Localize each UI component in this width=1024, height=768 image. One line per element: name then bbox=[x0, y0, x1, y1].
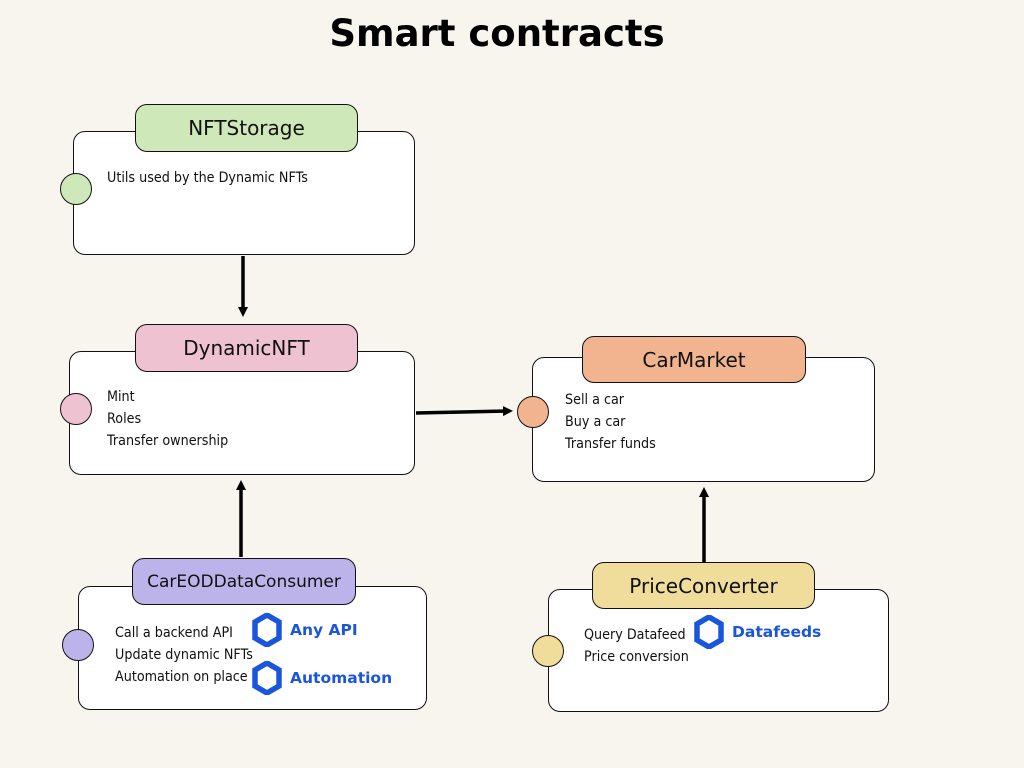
chainlink-hexagon-icon bbox=[252, 661, 282, 695]
careod-title: CarEODDataConsumer bbox=[132, 558, 356, 605]
dynamicnft-line-roles: Roles bbox=[107, 411, 142, 427]
priceconverter-node[interactable] bbox=[548, 589, 889, 712]
carmarket-description: Sell a car Buy a car Transfer funds bbox=[565, 389, 656, 455]
nftstorage-line: Utils used by the Dynamic NFTs bbox=[107, 170, 308, 186]
carmarket-port[interactable] bbox=[517, 396, 549, 428]
any-api-label: Any API bbox=[290, 621, 358, 639]
careod-description: Call a backend API Update dynamic NFTs A… bbox=[115, 622, 253, 688]
nftstorage-port[interactable] bbox=[60, 173, 92, 205]
automation-badge[interactable]: Automation bbox=[252, 661, 392, 695]
priceconverter-line-conversion: Price conversion bbox=[584, 649, 689, 665]
carmarket-title: CarMarket bbox=[582, 336, 806, 383]
chainlink-hexagon-icon bbox=[694, 615, 724, 649]
careod-line-update: Update dynamic NFTs bbox=[115, 647, 253, 663]
careod-line-call: Call a backend API bbox=[115, 625, 233, 641]
dynamicnft-line-transfer: Transfer ownership bbox=[107, 433, 229, 449]
dynamicnft-line-mint: Mint bbox=[107, 389, 135, 405]
priceconverter-port[interactable] bbox=[532, 635, 564, 667]
datafeeds-label: Datafeeds bbox=[732, 623, 822, 641]
chainlink-hexagon-icon bbox=[252, 613, 282, 647]
priceconverter-description: Query Datafeed Price conversion bbox=[584, 624, 689, 668]
dynamicnft-description: Mint Roles Transfer ownership bbox=[107, 386, 228, 452]
careod-line-automation: Automation on place bbox=[115, 669, 248, 685]
edge-dynamicnft-carmarket bbox=[415, 406, 513, 417]
any-api-badge[interactable]: Any API bbox=[252, 613, 358, 647]
dynamicnft-title: DynamicNFT bbox=[135, 324, 358, 372]
nftstorage-title: NFTStorage bbox=[135, 104, 358, 152]
carmarket-line-transfer: Transfer funds bbox=[565, 436, 656, 452]
diagram-title: Smart contracts bbox=[329, 12, 665, 55]
priceconverter-line-query: Query Datafeed bbox=[584, 627, 686, 643]
automation-label: Automation bbox=[290, 669, 393, 687]
careod-port[interactable] bbox=[62, 629, 94, 661]
nftstorage-description: Utils used by the Dynamic NFTs bbox=[107, 167, 308, 189]
datafeeds-badge[interactable]: Datafeeds bbox=[694, 615, 821, 649]
carmarket-line-buy: Buy a car bbox=[565, 414, 626, 430]
carmarket-line-sell: Sell a car bbox=[565, 392, 625, 408]
priceconverter-title: PriceConverter bbox=[592, 562, 815, 609]
dynamicnft-port[interactable] bbox=[60, 393, 92, 425]
